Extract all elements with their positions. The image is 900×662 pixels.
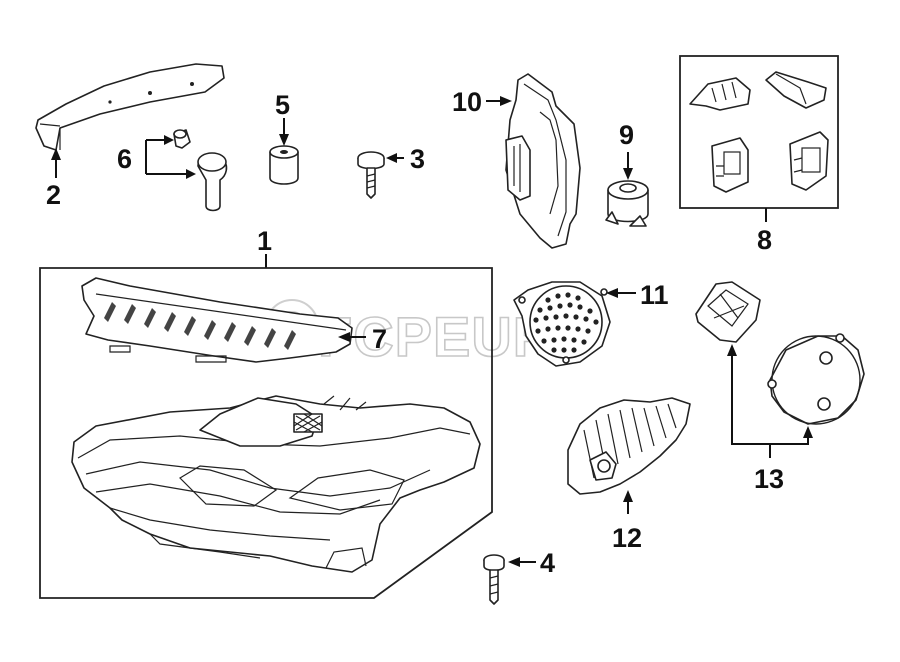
- arrow-6a: [164, 135, 174, 145]
- part-11-fan[interactable]: [513, 281, 611, 367]
- callout-13[interactable]: 13: [754, 464, 784, 494]
- part-10-control-module[interactable]: [505, 73, 581, 249]
- arrow-13a: [727, 344, 737, 356]
- part-2-trim-strip[interactable]: [35, 63, 225, 151]
- callout-11[interactable]: 11: [640, 280, 669, 310]
- part-4-bolt[interactable]: [483, 554, 505, 605]
- part-9-grommet[interactable]: [605, 180, 649, 227]
- part-6-cap[interactable]: [173, 129, 228, 212]
- callout-5[interactable]: 5: [275, 90, 290, 120]
- callout-3[interactable]: 3: [410, 144, 425, 174]
- arrow-13b: [803, 426, 813, 438]
- arrow-7: [338, 332, 350, 342]
- part-8-bracket-kit[interactable]: [679, 55, 839, 209]
- callout-1[interactable]: 1: [257, 226, 272, 256]
- part-1-headlamp[interactable]: [71, 395, 481, 573]
- callout-7[interactable]: 7: [372, 324, 387, 354]
- callout-6[interactable]: 6: [117, 144, 132, 174]
- arrow-12: [623, 490, 633, 502]
- part-12-heat-sink[interactable]: [567, 397, 691, 495]
- part-7-bracket[interactable]: [81, 277, 353, 363]
- arrow-6b: [186, 169, 196, 179]
- callout-10[interactable]: 10: [452, 87, 482, 117]
- callout-4[interactable]: 4: [540, 548, 555, 578]
- part-3-screw[interactable]: [357, 151, 385, 199]
- arrow-4: [508, 557, 520, 567]
- part-13-cover[interactable]: [767, 333, 865, 425]
- arrow-9: [623, 168, 633, 180]
- part-5-spacer[interactable]: [269, 145, 299, 185]
- callout-12[interactable]: 12: [612, 523, 642, 553]
- arrow-3: [386, 153, 397, 163]
- arrow-11: [606, 288, 618, 298]
- headlamp-box: [39, 267, 493, 599]
- callout-9[interactable]: 9: [619, 120, 634, 150]
- kit-box: [679, 55, 839, 209]
- arrow-5: [279, 134, 289, 146]
- callout-8[interactable]: 8: [757, 225, 772, 255]
- callout-2[interactable]: 2: [46, 180, 61, 210]
- arrow-2: [51, 148, 61, 160]
- arrow-10: [500, 96, 512, 106]
- part-13-socket[interactable]: [695, 281, 761, 343]
